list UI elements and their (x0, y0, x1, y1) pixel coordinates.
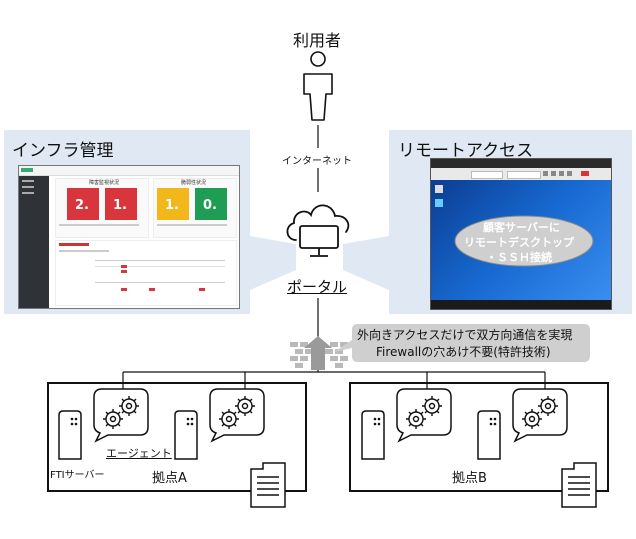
firewall-line1: 外向きアクセスだけで双方向通信を実現 (357, 328, 573, 342)
site-a-label: 拠点A (152, 471, 187, 486)
agent-label: エージェント (106, 447, 172, 460)
dash-num3: 1. (165, 198, 179, 213)
agent-a1-icon (93, 388, 149, 442)
agent-b1-icon (396, 388, 452, 442)
office-b-icon (561, 462, 597, 508)
user-label: 利用者 (293, 31, 342, 50)
cloud-monitor-icon (286, 204, 350, 257)
server-label: FTIサーバー (50, 470, 105, 481)
firewall-line2: Firewallの穴あけ不要(特許技術) (376, 345, 551, 359)
site-b-box (349, 382, 609, 492)
server-b2-icon (477, 410, 501, 460)
remote-bubble-line2: リモートデスクトップ (464, 236, 574, 249)
office-a-icon (250, 462, 286, 508)
remote-bubble-line3: ・ＳＳＨ接続 (486, 251, 552, 264)
dash-num2: 1. (113, 198, 127, 213)
dash-left-header: 障害監視状況 (89, 180, 120, 186)
dash-right-header: 脆弱性状況 (181, 180, 207, 186)
portal-label[interactable]: ポータル (287, 278, 348, 296)
infra-dashboard-screenshot: 障害監視状況 2. 1. 脆弱性状況 1. 0. (18, 165, 240, 309)
infra-title: インフラ管理 (12, 141, 114, 161)
server-b1-icon (361, 410, 385, 460)
site-a-box (47, 382, 307, 492)
agent-a2-icon (209, 388, 265, 442)
server-a2-icon (174, 410, 198, 460)
site-b-label: 拠点B (452, 471, 487, 486)
internet-label: インターネット (282, 156, 352, 167)
agent-b2-icon (512, 388, 568, 442)
dash-num1: 2. (75, 198, 89, 213)
firewall-callout (334, 324, 590, 362)
server-a1-icon (58, 410, 82, 460)
firewall-icon (290, 336, 348, 370)
remote-title: リモートアクセス (398, 141, 534, 161)
dash-num4: 0. (203, 198, 217, 213)
person-icon (303, 51, 333, 121)
remote-bubble-line1: 顧客サーバーに (483, 221, 560, 234)
remote-bubble (454, 215, 594, 267)
